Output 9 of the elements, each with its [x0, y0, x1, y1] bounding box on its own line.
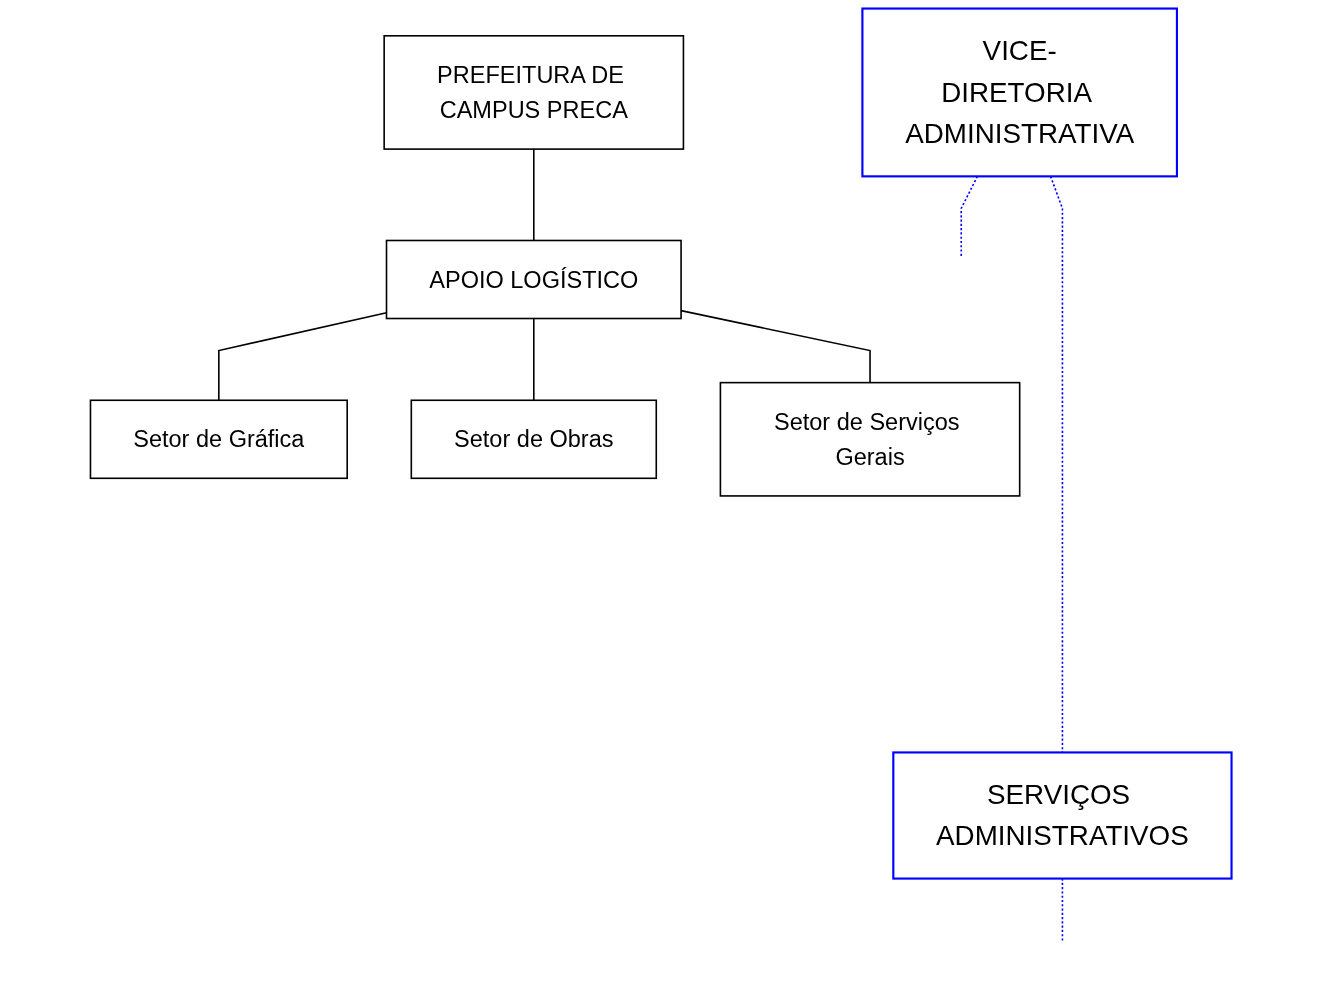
node-box: PREFEITURA DE CAMPUS PRECA: [383, 35, 685, 150]
connector: [533, 317, 535, 402]
node-box: APOIO LOGÍSTICO: [385, 239, 682, 320]
connector: [533, 148, 535, 242]
node-box: SERVIÇOS ADMINISTRATIVOS: [892, 751, 1233, 880]
node-box: VICE-DIRETORIA ADMINISTRATIVA: [861, 7, 1178, 178]
node-box: Setor de Serviços Gerais: [719, 381, 1021, 497]
node-box: Setor de Gráfica: [89, 399, 348, 480]
node-box: Setor de Obras: [410, 399, 658, 480]
